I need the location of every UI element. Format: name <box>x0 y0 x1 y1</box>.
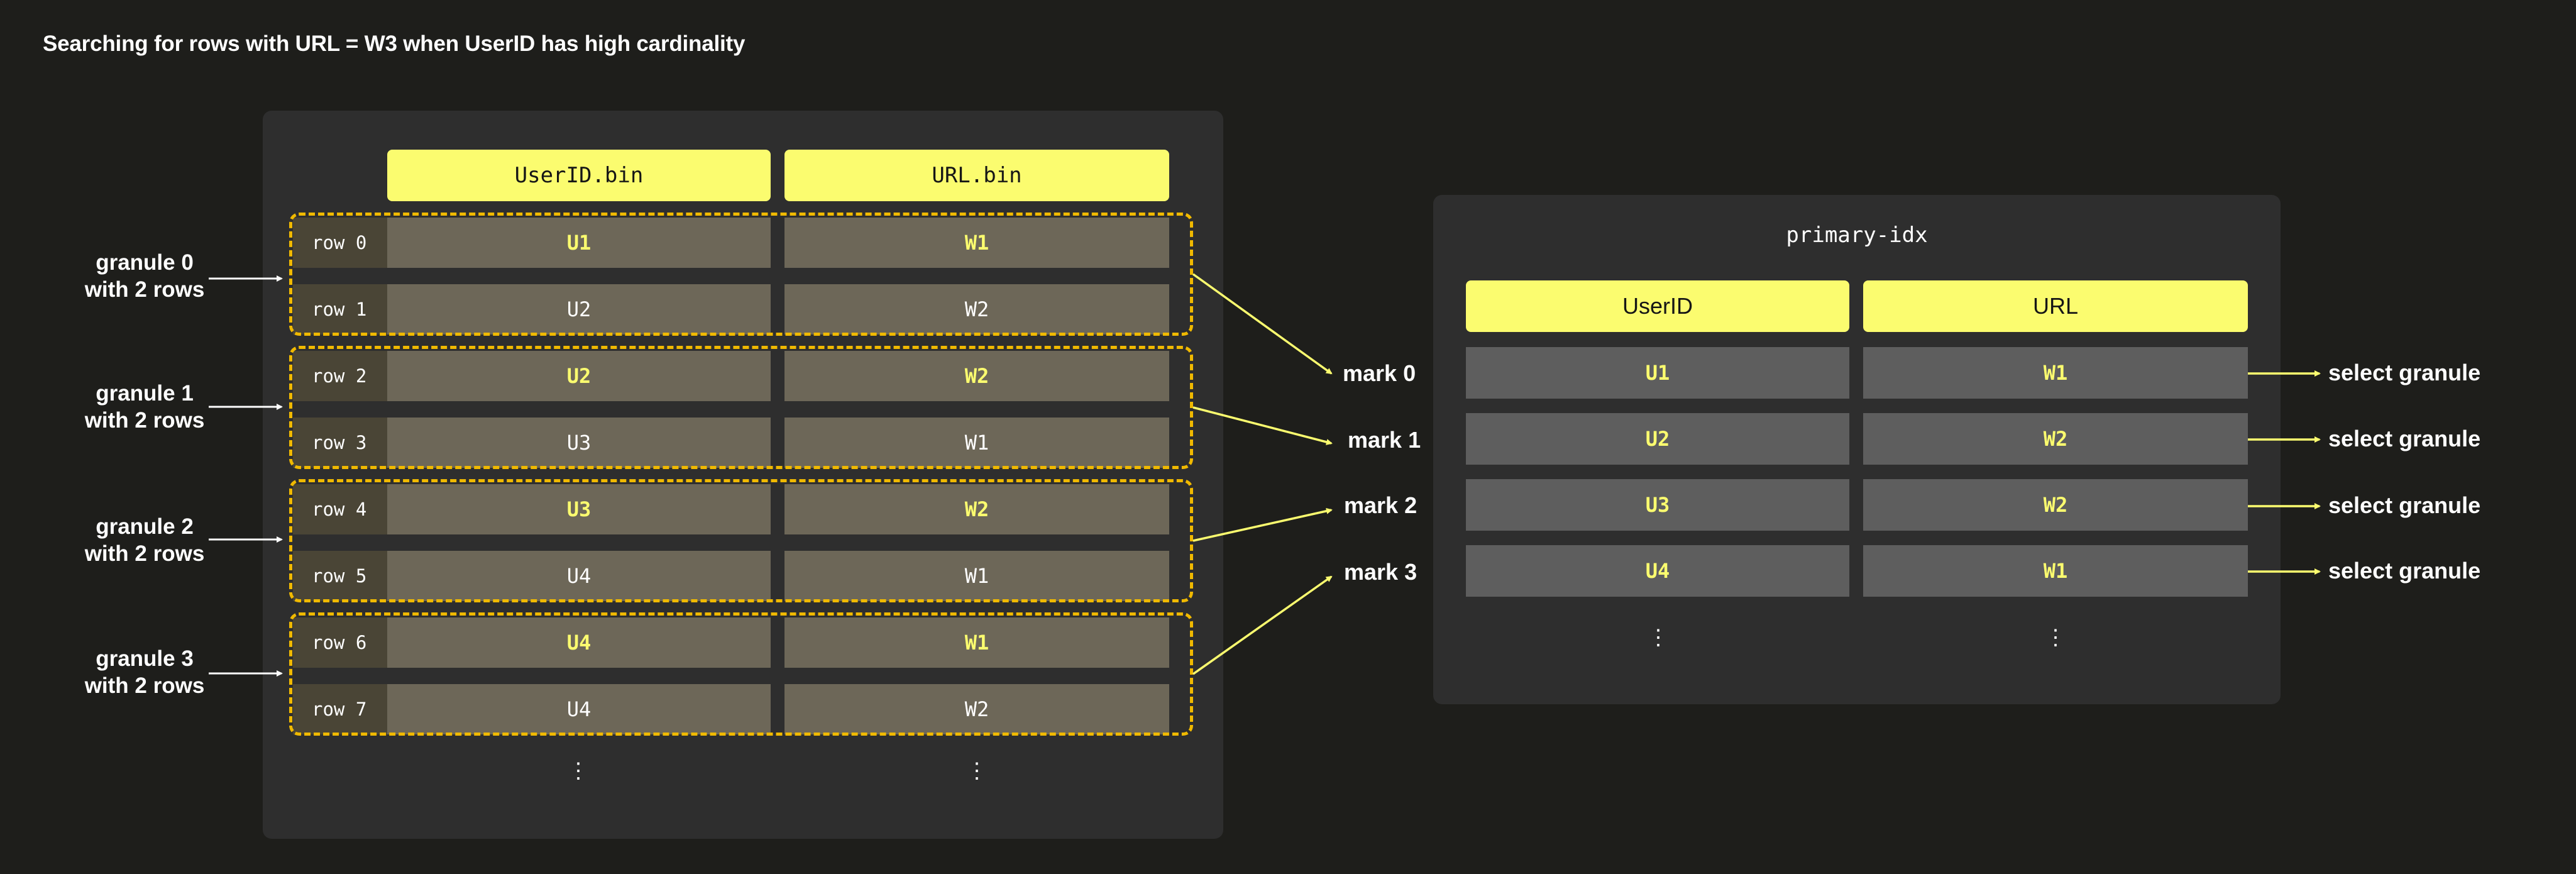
url-cell: W1 <box>784 418 1169 468</box>
row-label: row 7 <box>293 684 387 734</box>
row-label: row 4 <box>293 484 387 534</box>
row-label: row 0 <box>293 218 387 268</box>
granule-box-0 <box>289 213 1193 336</box>
pk-url-ellipsis: ⋮ <box>2045 626 2066 650</box>
url-cell: W2 <box>784 351 1169 401</box>
granule-box-3 <box>289 612 1193 736</box>
select-granule-label-0: select granule <box>2328 360 2481 385</box>
granule-mark-arrow-0 <box>1192 273 1333 375</box>
granule-label-line2: with 2 rows <box>84 673 205 698</box>
granule-mark-arrow-3 <box>1192 575 1333 675</box>
mark-label-2: mark 2 <box>1344 492 1417 518</box>
pk-url-cell: W1 <box>1863 347 2248 399</box>
granule-box-1 <box>289 346 1193 469</box>
userid-cell: U2 <box>387 351 771 401</box>
granule-label-line2: with 2 rows <box>84 541 205 566</box>
row-label: row 6 <box>293 617 387 668</box>
granule-label-line1: granule 3 <box>96 646 194 671</box>
pk-url-cell: W1 <box>1863 545 2248 597</box>
userid-ellipsis: ⋮ <box>568 759 589 783</box>
userid-cell: U2 <box>387 284 771 335</box>
userid-cell: U4 <box>387 617 771 668</box>
mark-label-3: mark 3 <box>1344 559 1417 585</box>
granule-mark-arrow-1 <box>1192 406 1333 445</box>
userid-cell: U3 <box>387 418 771 468</box>
granule-box-2 <box>289 479 1193 602</box>
url-cell: W1 <box>784 551 1169 601</box>
mark-label-1: mark 1 <box>1348 427 1421 453</box>
granule-label-line1: granule 2 <box>96 514 194 539</box>
pk-userid-cell: U4 <box>1466 545 1849 597</box>
row-label: row 2 <box>293 351 387 401</box>
granule-label-0: granule 0 with 2 rows <box>69 249 220 303</box>
granule-label-line2: with 2 rows <box>84 277 205 302</box>
granule-mark-arrow-2 <box>1192 507 1333 542</box>
mark-label-0: mark 0 <box>1343 360 1416 386</box>
url-cell: W2 <box>784 684 1169 734</box>
pk-userid-cell: U3 <box>1466 479 1849 531</box>
granule-label-2: granule 2 with 2 rows <box>69 513 220 567</box>
row-label: row 1 <box>293 284 387 335</box>
primary-index-title: primary-idx <box>1786 223 1928 248</box>
pk-url-cell: W2 <box>1863 413 2248 465</box>
granule-label-line2: with 2 rows <box>84 408 205 433</box>
userid-cell: U3 <box>387 484 771 534</box>
granule-label-line1: granule 1 <box>96 381 194 406</box>
userid-bin-header: UserID.bin <box>387 150 771 201</box>
url-cell: W2 <box>784 284 1169 335</box>
granule-label-line1: granule 0 <box>96 250 194 275</box>
select-granule-label-2: select granule <box>2328 492 2481 518</box>
url-cell: W2 <box>784 484 1169 534</box>
userid-cell: U4 <box>387 551 771 601</box>
url-cell: W1 <box>784 218 1169 268</box>
granule-label-1: granule 1 with 2 rows <box>69 380 220 434</box>
userid-cell: U1 <box>387 218 771 268</box>
pk-userid-header: UserID <box>1466 280 1849 332</box>
select-granule-label-1: select granule <box>2328 426 2481 451</box>
select-granule-label-3: select granule <box>2328 558 2481 584</box>
diagram-title: Searching for rows with URL = W3 when Us… <box>43 31 746 56</box>
pk-url-header: URL <box>1863 280 2248 332</box>
userid-cell: U4 <box>387 684 771 734</box>
pk-userid-cell: U2 <box>1466 413 1849 465</box>
pk-userid-cell: U1 <box>1466 347 1849 399</box>
pk-userid-ellipsis: ⋮ <box>1648 626 1669 650</box>
url-cell: W1 <box>784 617 1169 668</box>
row-label: row 3 <box>293 418 387 468</box>
url-bin-header: URL.bin <box>784 150 1169 201</box>
row-label: row 5 <box>293 551 387 601</box>
pk-url-cell: W2 <box>1863 479 2248 531</box>
granule-label-3: granule 3 with 2 rows <box>69 645 220 699</box>
url-ellipsis: ⋮ <box>966 759 988 783</box>
